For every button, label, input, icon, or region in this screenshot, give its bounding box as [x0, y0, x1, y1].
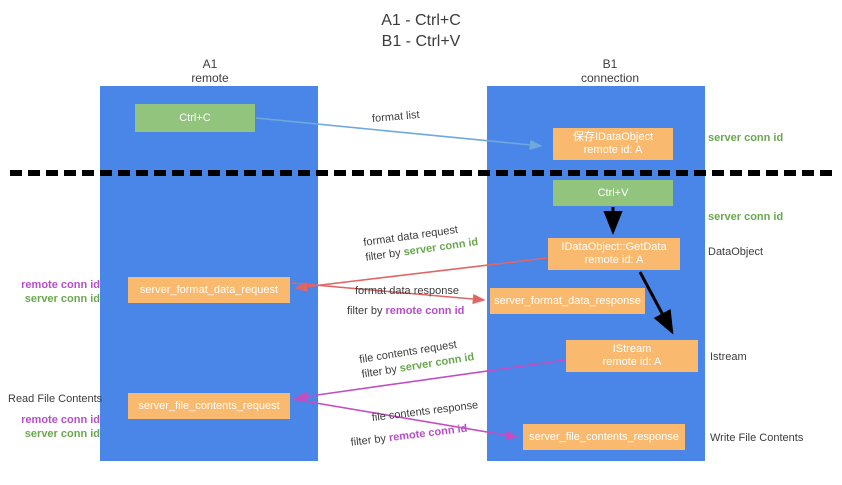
lane-header-b1-role: connection: [580, 71, 640, 85]
box-server-file-contents-request-label: server_file_contents_request: [138, 399, 280, 412]
filter-prefix: filter by: [364, 246, 405, 264]
box-istream-line1: IStream: [612, 343, 652, 355]
annotation-server-conn-id-1: server conn id: [24, 293, 100, 305]
annotation-write-file-contents: Write File Contents: [710, 432, 804, 444]
box-server-file-contents-response-label: server_file_contents_response: [529, 430, 679, 443]
box-idataobject-getdata[interactable]: IDataObject::GetData remote id: A: [548, 238, 680, 270]
box-ctrl-c[interactable]: Ctrl+C: [135, 104, 255, 132]
title-line-2: B1 - Ctrl+V: [381, 33, 461, 50]
annotation-left-conn-ids-2: remote conn id server conn id: [8, 413, 100, 441]
lane-header-b1-name: B1: [602, 57, 618, 71]
label-format-data-response: format data response filter by remote co…: [347, 284, 464, 319]
lane-header-b1: B1 connection: [520, 57, 700, 85]
box-ctrl-c-label: Ctrl+C: [179, 111, 211, 124]
box-save-idataobject-line1: 保存IDataObject: [572, 131, 654, 143]
annotation-remote-conn-id-1: remote conn id: [21, 279, 100, 291]
annotation-istream: Istream: [710, 351, 747, 363]
box-server-file-contents-response[interactable]: server_file_contents_response: [523, 424, 685, 450]
box-server-format-data-response[interactable]: server_format_data_response: [490, 288, 645, 314]
filter-remote-conn-id: remote conn id: [388, 422, 468, 445]
box-save-idataobject[interactable]: 保存IDataObject remote id: A: [553, 128, 673, 160]
annotation-remote-conn-id-2: remote conn id: [21, 414, 100, 426]
label-file-contents-request: file contents request filter by server c…: [358, 335, 476, 382]
box-server-file-contents-request[interactable]: server_file_contents_request: [128, 393, 290, 419]
box-ctrl-v-label: Ctrl+V: [597, 186, 629, 199]
filter-prefix: filter by: [350, 432, 390, 449]
lane-header-a1-name: A1: [202, 57, 218, 71]
box-getdata-line1: IDataObject::GetData: [561, 241, 667, 253]
label-format-list-text: format list: [371, 108, 421, 126]
box-istream-line2: remote id: A: [602, 356, 662, 368]
annotation-left-conn-ids-1: remote conn id server conn id: [8, 278, 100, 306]
label-file-contents-response-filter: filter by remote conn id: [350, 420, 482, 451]
label-format-data-response-filter: filter by remote conn id: [347, 304, 464, 319]
annotation-read-file-contents: Read File Contents: [8, 393, 103, 405]
annotation-dataobject: DataObject: [708, 246, 764, 258]
title-line-1: A1 - Ctrl+C: [381, 12, 461, 29]
filter-remote-conn-id: remote conn id: [385, 305, 465, 317]
box-server-format-data-response-label: server_format_data_response: [494, 294, 641, 307]
phase-divider: [10, 170, 832, 176]
annotation-server-conn-id-2: server conn id: [24, 428, 100, 440]
label-format-list: format list: [371, 108, 421, 127]
annotation-server-conn-id-mid: server conn id: [708, 211, 784, 223]
label-file-contents-response: file contents response filter by remote …: [347, 398, 482, 451]
page-title: A1 - Ctrl+C B1 - Ctrl+V: [0, 10, 842, 52]
box-ctrl-v[interactable]: Ctrl+V: [553, 180, 673, 206]
label-format-data-request: format data request filter by server con…: [362, 220, 479, 266]
box-server-format-data-request-label: server_format_data_request: [139, 283, 279, 296]
box-istream[interactable]: IStream remote id: A: [566, 340, 698, 372]
lane-header-a1-role: remote: [191, 71, 229, 85]
label-format-data-response-line1: format data response: [355, 285, 459, 297]
box-save-idataobject-line2: remote id: A: [583, 144, 643, 156]
annotation-server-conn-id-top: server conn id: [708, 132, 784, 144]
box-server-format-data-request[interactable]: server_format_data_request: [128, 277, 290, 303]
box-getdata-line2: remote id: A: [584, 254, 644, 266]
lane-header-a1: A1 remote: [120, 57, 300, 85]
filter-prefix: filter by: [347, 305, 386, 317]
